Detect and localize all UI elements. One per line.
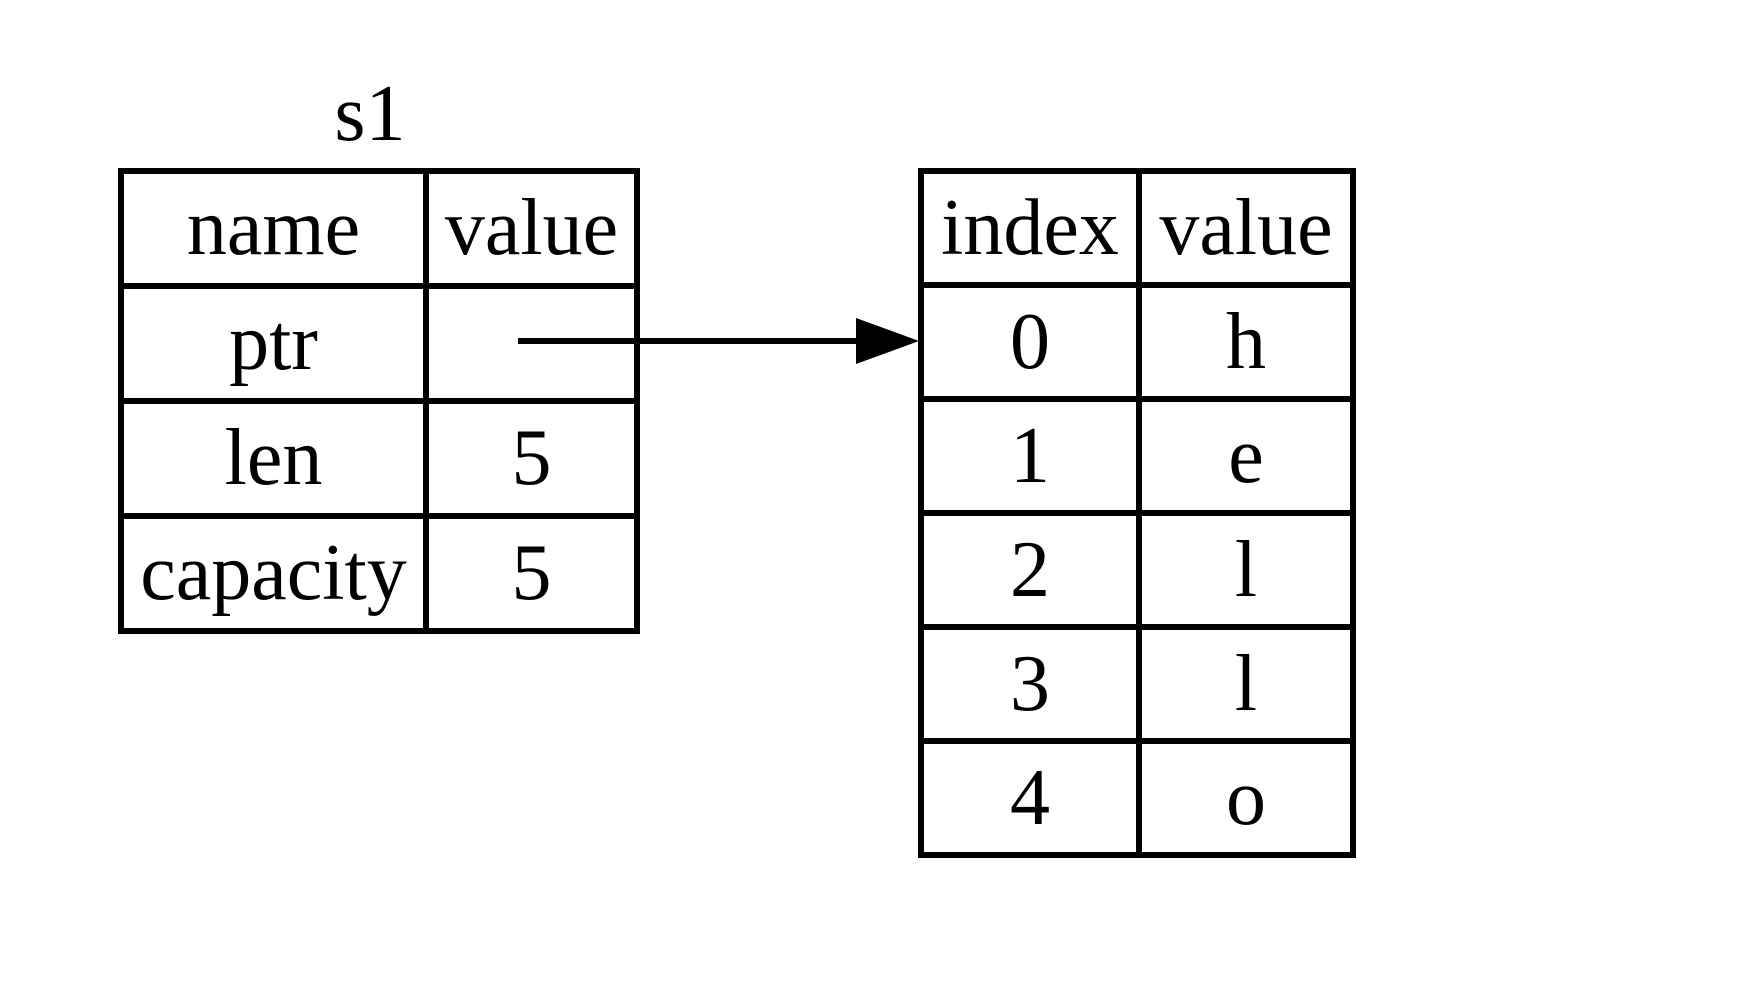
heap-cell-0-value: h xyxy=(1136,282,1356,402)
stack-row-len: len 5 xyxy=(118,398,640,519)
heap-row-3: 3 l xyxy=(918,624,1356,744)
ptr-arrow-head xyxy=(856,318,919,364)
stack-header-name: name xyxy=(118,168,429,289)
stack-cell-capacity-name: capacity xyxy=(118,513,429,634)
heap-cell-4-index: 4 xyxy=(918,738,1142,858)
heap-cell-1-value: e xyxy=(1136,396,1356,516)
stack-cell-ptr-name: ptr xyxy=(118,283,429,404)
heap-row-4: 4 o xyxy=(918,738,1356,858)
heap-header-value: value xyxy=(1136,168,1356,288)
heap-row-2: 2 l xyxy=(918,510,1356,630)
stack-table: name value ptr len 5 capacity 5 xyxy=(118,168,640,634)
stack-cell-len-name: len xyxy=(118,398,429,519)
heap-header-index: index xyxy=(918,168,1142,288)
stack-cell-capacity-value: 5 xyxy=(423,513,640,634)
stack-table-body: name value ptr len 5 capacity 5 xyxy=(118,168,640,634)
heap-cell-4-value: o xyxy=(1136,738,1356,858)
stack-header-row: name value xyxy=(118,168,640,289)
heap-table-body: index value 0 h 1 e 2 l 3 l 4 o xyxy=(918,168,1356,858)
stack-cell-len-value: 5 xyxy=(423,398,640,519)
stack-header-value: value xyxy=(423,168,640,289)
heap-cell-0-index: 0 xyxy=(918,282,1142,402)
heap-cell-2-value: l xyxy=(1136,510,1356,630)
heap-cell-2-index: 2 xyxy=(918,510,1142,630)
variable-label-s1: s1 xyxy=(334,70,406,158)
stack-cell-ptr-value xyxy=(423,283,640,404)
heap-cell-3-value: l xyxy=(1136,624,1356,744)
heap-header-row: index value xyxy=(918,168,1356,288)
heap-table: index value 0 h 1 e 2 l 3 l 4 o xyxy=(918,168,1356,858)
heap-cell-3-index: 3 xyxy=(918,624,1142,744)
stack-row-capacity: capacity 5 xyxy=(118,513,640,634)
stack-row-ptr: ptr xyxy=(118,283,640,404)
heap-cell-1-index: 1 xyxy=(918,396,1142,516)
heap-row-0: 0 h xyxy=(918,282,1356,402)
heap-row-1: 1 e xyxy=(918,396,1356,516)
